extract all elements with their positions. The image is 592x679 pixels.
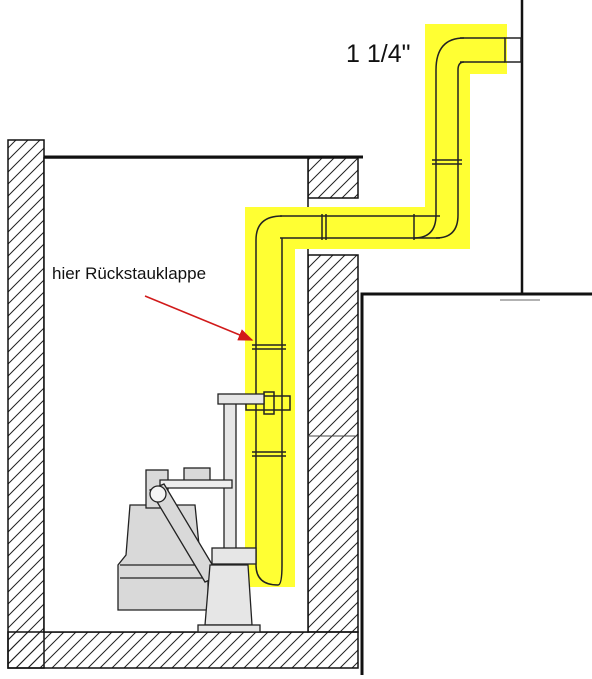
valve-note-label: hier Rückstauklappe: [52, 264, 207, 283]
ground-line: [360, 0, 592, 675]
submersible-pump: [117, 393, 265, 633]
pipe-highlight: [245, 24, 507, 587]
pipe-size-label: 1 1/4": [346, 40, 411, 68]
valve-arrow: [144, 295, 254, 341]
